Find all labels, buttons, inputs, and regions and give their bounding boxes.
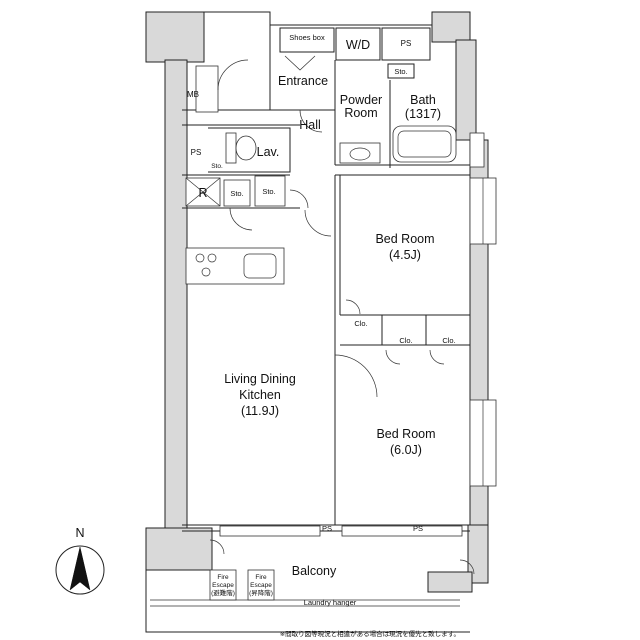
bed-room-2-label-2: (6.0J) <box>390 443 422 457</box>
fixtures <box>195 125 457 279</box>
ldk-label-1: Living Dining <box>224 372 296 386</box>
bath-label-2: (1317) <box>405 107 441 121</box>
north-arrow-icon <box>69 546 91 591</box>
fire-escape-1: Fire Escape (避難階) <box>209 569 237 601</box>
balcony-label: Balcony <box>292 564 337 578</box>
entrance-label: Entrance <box>278 74 328 88</box>
ps-balcony-1-label: PS <box>322 524 332 533</box>
fire-escape-2-label-1: Fire <box>255 574 267 581</box>
ps-balcony-2-label: PS <box>413 524 423 533</box>
compass: N <box>55 526 105 595</box>
ldk-label-2: Kitchen <box>239 388 281 402</box>
lav-label: Lav. <box>257 145 280 159</box>
ldk-label-3: (11.9J) <box>241 404 279 418</box>
fire-escape-1-label-1: Fire <box>217 574 229 581</box>
sto-lav-label: Sto. <box>211 163 223 170</box>
clo-2-label: Clo. <box>399 336 412 345</box>
clo-3-label: Clo. <box>442 336 455 345</box>
bed-room-2-label-1: Bed Room <box>376 427 435 441</box>
shoes-box-label: Shoes box <box>289 33 325 42</box>
mb-label: MB <box>187 90 199 99</box>
fire-escape-1-label-2: Escape <box>212 582 234 589</box>
ps-top-label: PS <box>401 39 412 48</box>
compass-circle <box>55 545 105 595</box>
fire-escape-2-label-3: (昇降階) <box>249 588 273 597</box>
disclaimer-note: ※間取り図等現況と相違がある場合は現況を優先と致します。 <box>280 629 460 638</box>
bed-room-1-label-1: Bed Room <box>375 232 434 246</box>
bath-label-1: Bath <box>410 93 436 107</box>
laundry-hanger-label: Laundry hanger <box>304 598 357 607</box>
doors <box>209 55 475 575</box>
sto-1-label: Sto. <box>230 189 243 198</box>
sto-2-label: Sto. <box>262 187 275 196</box>
compass-n-label: N <box>75 526 84 540</box>
room-labels: Shoes box W/D PS Sto. Entrance Powder Ro… <box>187 33 456 607</box>
powder-room-label-2: Room <box>344 106 377 120</box>
fire-escape-1-label-3: (避難階) <box>211 588 235 597</box>
fire-escape-2: Fire Escape (昇降階) <box>247 569 275 601</box>
fire-escape-2-label-2: Escape <box>250 582 272 589</box>
windows <box>195 65 497 537</box>
powder-room-label-1: Powder <box>340 93 382 107</box>
hall-label: Hall <box>299 118 321 132</box>
r-label: R <box>198 186 207 200</box>
bed-room-1-label-2: (4.5J) <box>389 248 421 262</box>
clo-1-label: Clo. <box>354 319 367 328</box>
wd-label: W/D <box>346 38 370 52</box>
sto-bath-label: Sto. <box>394 67 407 76</box>
ps-left-label: PS <box>191 148 202 157</box>
